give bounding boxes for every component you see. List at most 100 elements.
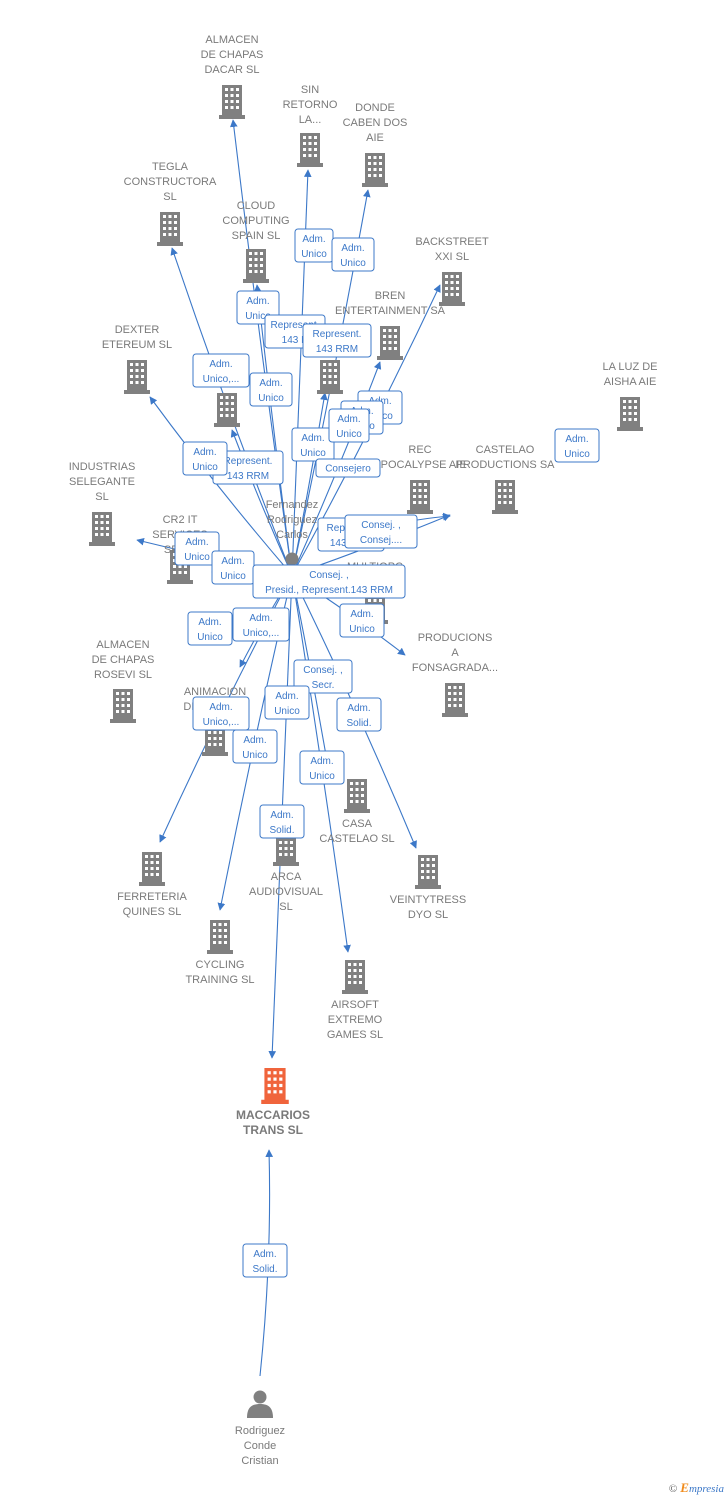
- relation-label[interactable]: Adm. Solid.: [336, 697, 382, 732]
- company-label: AUDIOVISUAL: [249, 886, 323, 898]
- company-label: ROSEVI SL: [94, 669, 152, 681]
- company-label: TRAINING SL: [185, 974, 254, 986]
- relation-label-text: Solid.: [346, 718, 371, 729]
- relation-label[interactable]: Consej. ,Secr.: [293, 659, 353, 694]
- relation-label[interactable]: Adm.Unico: [331, 237, 375, 272]
- relation-label-text: Unico,...: [243, 628, 280, 639]
- relation-labels: Adm.UnicoAdm.UnicoAdm.UnicoRepresent.143…: [174, 228, 600, 1278]
- company-label: CABEN DOS: [343, 117, 408, 129]
- relation-label[interactable]: Adm.Unico: [264, 685, 310, 720]
- company-label: SPAIN SL: [232, 230, 281, 242]
- building-icon: [342, 960, 368, 994]
- relation-label[interactable]: Consej. ,Consej....: [344, 514, 418, 549]
- relation-label[interactable]: Adm.Unico: [211, 550, 255, 585]
- company-label: ALMACEN: [96, 639, 149, 651]
- empresia-logo[interactable]: ©Empresia: [669, 1480, 724, 1496]
- relation-label-text: Presid., Represent.143 RRM: [265, 585, 393, 596]
- relation-label[interactable]: Adm.Unico,...: [192, 696, 250, 731]
- relation-label-box: [299, 750, 345, 785]
- building-icon: [157, 212, 183, 246]
- relation-label[interactable]: Adm.Unico: [187, 611, 233, 646]
- relation-label[interactable]: Adm.Unico,...: [232, 607, 290, 642]
- relation-label-text: Unico: [340, 258, 366, 269]
- company-label: DYO SL: [408, 909, 448, 921]
- company-node-sin-retorno[interactable]: SINRETORNOLA...: [283, 84, 338, 167]
- relation-label-text: Represent.: [271, 320, 320, 331]
- company-label: ALMACEN: [205, 34, 258, 46]
- relation-label[interactable]: Adm.Unico: [299, 750, 345, 785]
- relation-label[interactable]: Adm.Unico: [174, 531, 220, 566]
- relation-label-box: [293, 659, 353, 694]
- company-label: REC: [408, 444, 431, 456]
- relation-label[interactable]: Adm.Solid.: [242, 1243, 288, 1278]
- relation-label-text: Unico: [336, 429, 362, 440]
- relation-label-text: Secr.: [312, 680, 335, 691]
- relation-label[interactable]: Consejero: [315, 458, 381, 478]
- relation-label[interactable]: Represent.143 RRM: [302, 323, 372, 358]
- relation-label[interactable]: Adm.Solid.: [259, 804, 305, 839]
- relation-label-box: [249, 372, 293, 407]
- company-label: CONSTRUCTORA: [124, 176, 217, 188]
- relation-label-text: Represent.: [313, 329, 362, 340]
- building-icon: [110, 689, 136, 723]
- company-label: CLOUD: [237, 200, 276, 212]
- person-label: Carlos: [276, 529, 308, 541]
- relation-label-box: [187, 611, 233, 646]
- relation-label[interactable]: Adm.Unico: [249, 372, 293, 407]
- relation-label-text: Unico: [349, 624, 375, 635]
- building-target-icon: [261, 1068, 289, 1104]
- company-label: CR2 IT: [163, 514, 198, 526]
- relation-label-text: Adm.: [259, 378, 282, 389]
- relation-label-box: [554, 428, 600, 463]
- relation-label[interactable]: Consej. ,Presid., Represent.143 RRM: [252, 564, 406, 599]
- company-label: CASTELAO SL: [319, 833, 394, 845]
- building-icon: [297, 133, 323, 167]
- relation-label[interactable]: Adm.Unico: [339, 603, 385, 638]
- relation-label-text: Solid.: [252, 1264, 277, 1275]
- relation-label[interactable]: Adm.Unico: [291, 427, 335, 462]
- relation-label[interactable]: Adm.Unico: [182, 441, 228, 476]
- relation-label-box: [291, 427, 335, 462]
- relation-label[interactable]: Adm.Unico: [328, 408, 370, 443]
- company-label: SL: [163, 191, 176, 203]
- relation-label-box: [259, 804, 305, 839]
- relation-label-text: Adm.: [347, 703, 370, 714]
- building-icon: [89, 512, 115, 546]
- company-node-unlabeled-2[interactable]: [214, 393, 240, 427]
- company-node-unlabeled-1[interactable]: [317, 360, 343, 394]
- relation-label-text: Adm.: [185, 537, 208, 548]
- company-node-producions[interactable]: PRODUCIONSAFONSAGRADA...: [412, 632, 498, 717]
- relation-label-text: Adm.: [193, 447, 216, 458]
- relation-label[interactable]: Adm.Unico,...: [192, 353, 250, 388]
- relation-label-text: Consej. ,: [361, 520, 400, 531]
- company-label: DONDE: [355, 102, 395, 114]
- relation-label[interactable]: Adm.Unico: [554, 428, 600, 463]
- relation-label[interactable]: Adm.Unico: [294, 228, 334, 263]
- relation-label-box: [264, 685, 310, 720]
- relation-label-text: Adm.: [209, 702, 232, 713]
- relation-label-text: Represent.: [224, 456, 273, 467]
- relation-label[interactable]: Adm.Unico: [232, 729, 278, 764]
